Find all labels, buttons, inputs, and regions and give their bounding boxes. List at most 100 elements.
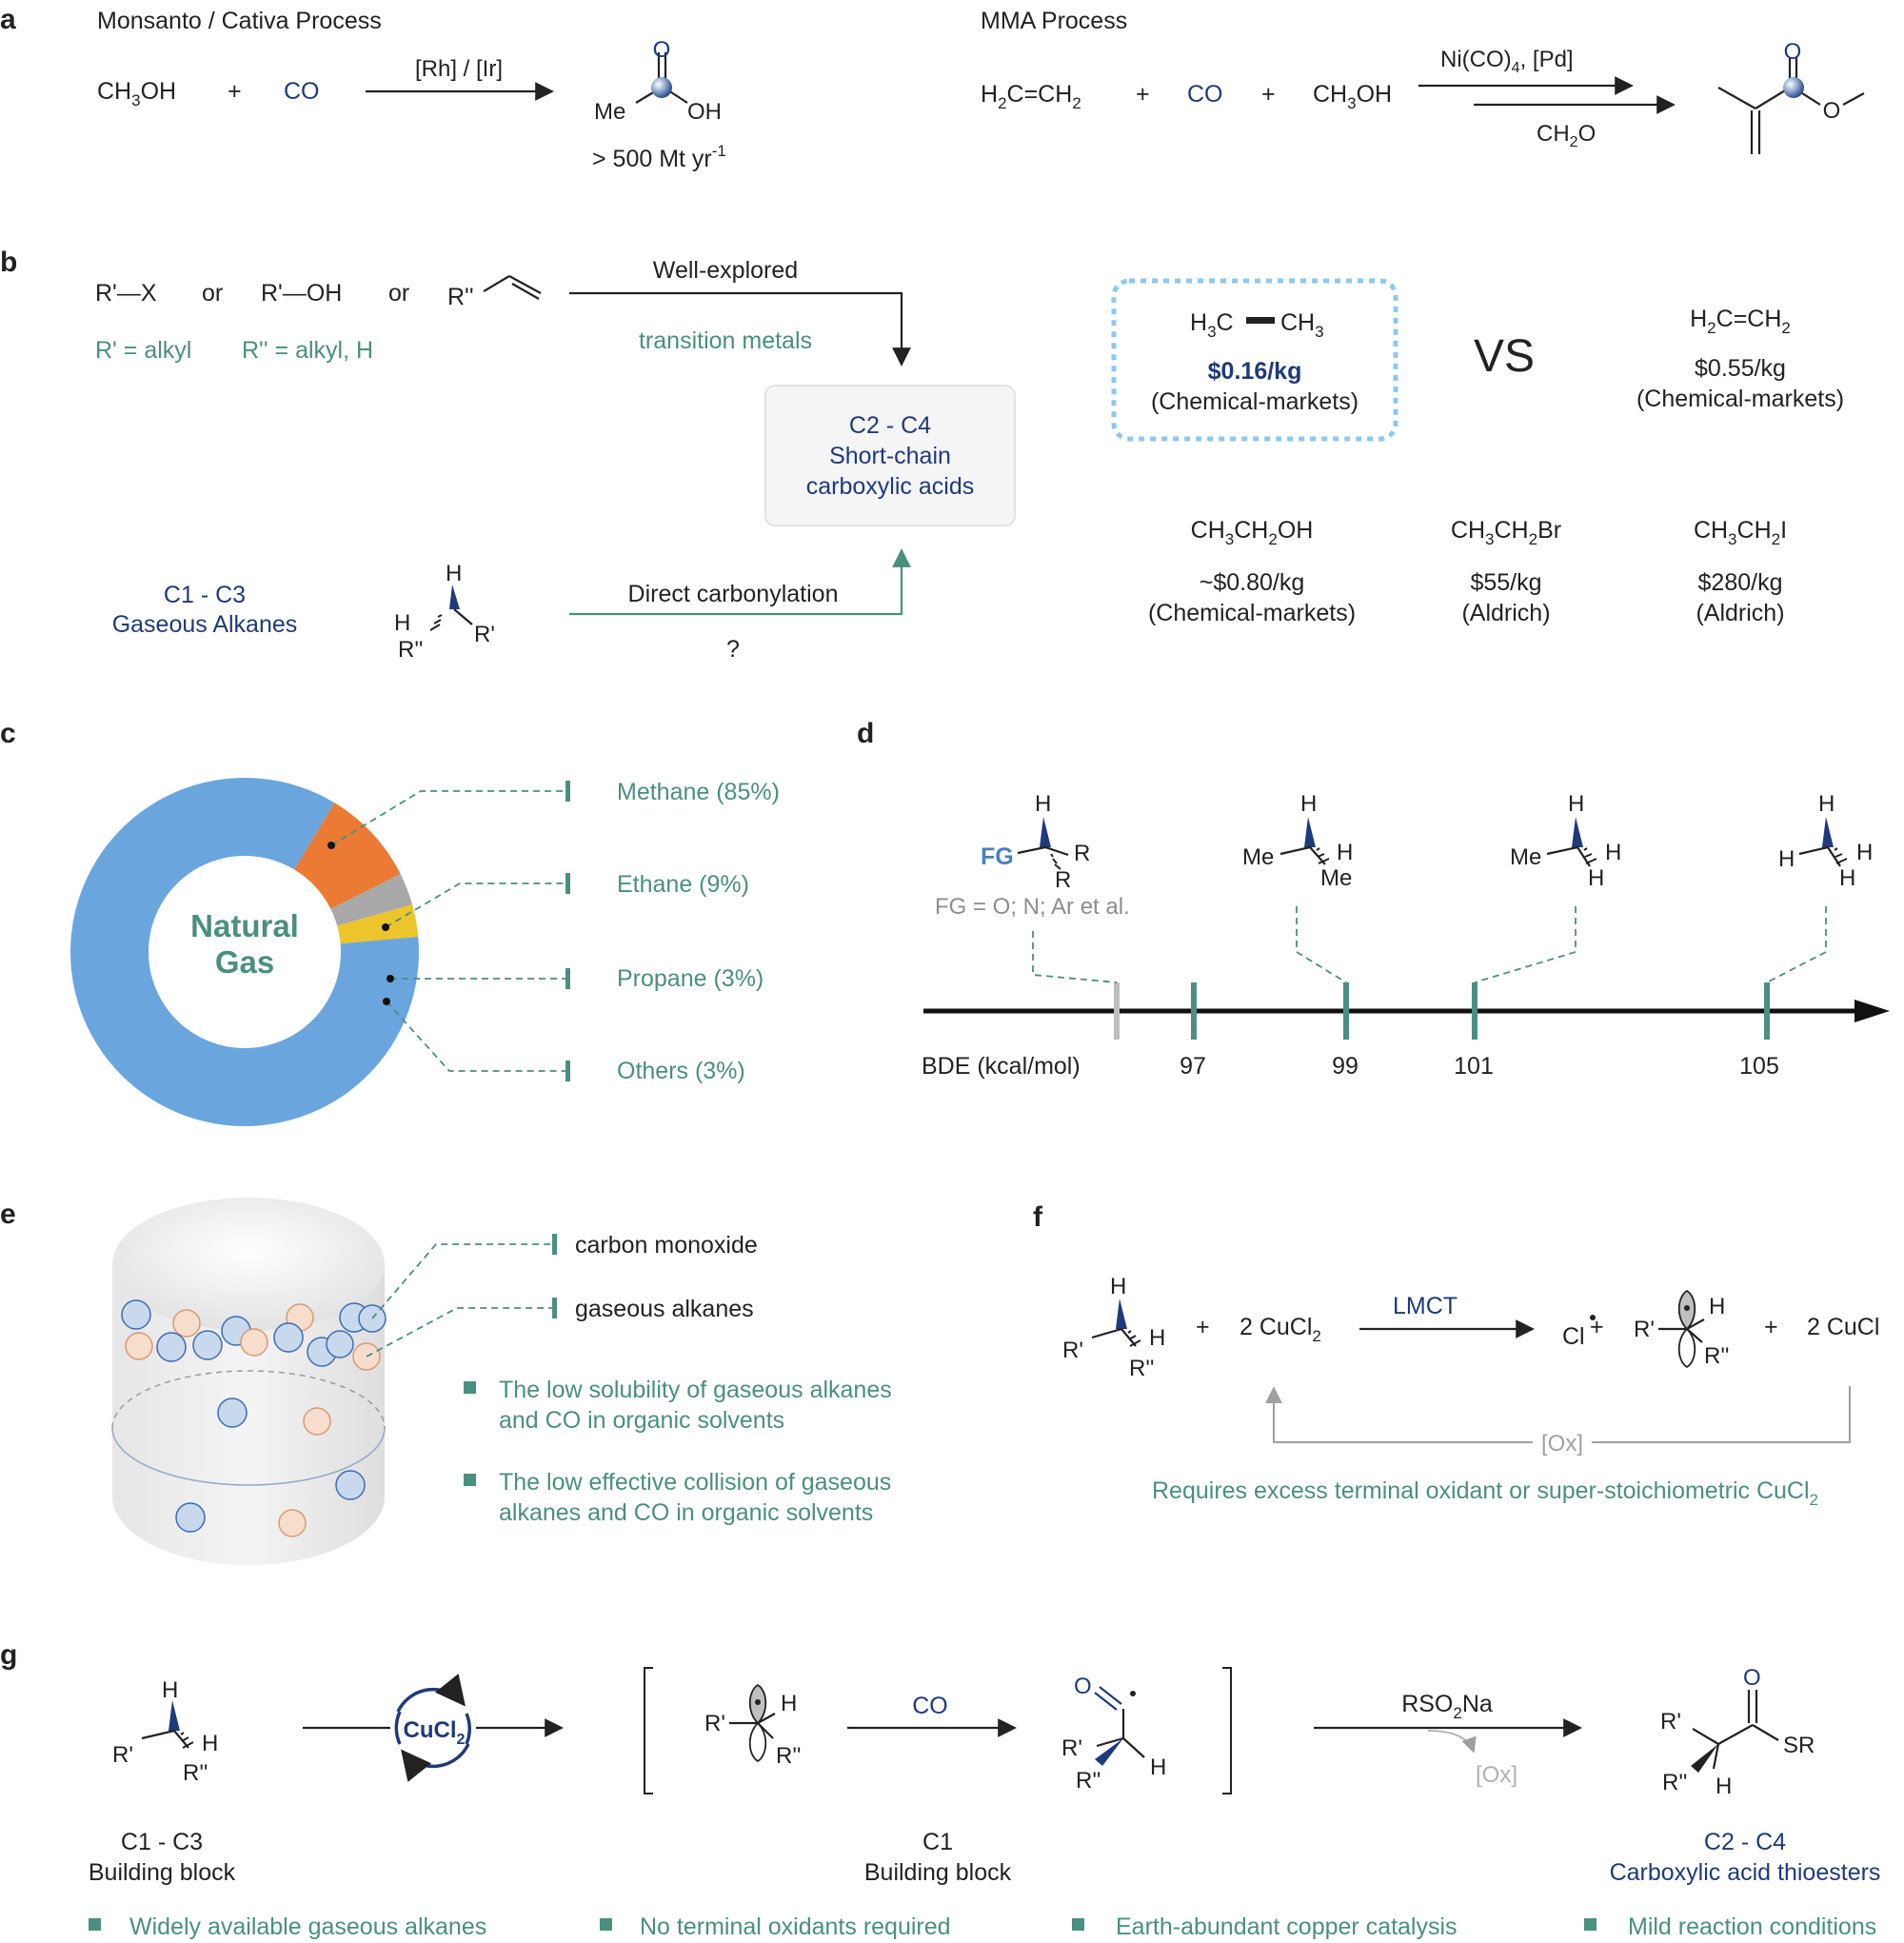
methane-slice — [69, 777, 419, 1126]
panel-c-label: c — [0, 718, 16, 749]
atom-h: H — [202, 1731, 218, 1756]
panel-f-label: f — [1033, 1201, 1043, 1233]
ethane-formula-right: CH3 — [1280, 309, 1324, 341]
substituent-r-prime: R' — [1634, 1317, 1655, 1342]
substituent-r: R — [1055, 867, 1071, 893]
natural-gas-donut-chart — [69, 777, 419, 1126]
feature-label: No terminal oxidants required — [640, 1913, 951, 1940]
atom-h: H — [1568, 791, 1584, 817]
carbon-monoxide-reagent: CO — [912, 1693, 948, 1719]
substituent-r: R — [1074, 841, 1090, 866]
carbon-monoxide-label: CO — [1187, 81, 1223, 108]
atom-h: H — [1149, 1325, 1165, 1351]
alkyl-radical-structure — [1658, 1289, 1705, 1369]
atom-h: H — [1337, 840, 1353, 865]
substituent-r-prime: R' — [1061, 1735, 1082, 1761]
substituent-r-double-prime: R'' — [776, 1743, 802, 1769]
functional-group-label: FG — [981, 843, 1014, 870]
gaseous-alkanes-legend: gaseous alkanes — [575, 1296, 754, 1322]
thiol-group-label: SR — [1783, 1733, 1815, 1758]
left-bracket — [644, 1667, 653, 1794]
atom-h: H — [1300, 791, 1317, 817]
feature-bullet — [89, 1918, 101, 1931]
substituent-r-double-prime: R'' — [1129, 1356, 1155, 1381]
primary-ch-structure — [1546, 817, 1597, 867]
ethane-source: (Chemical-markets) — [1151, 388, 1359, 415]
substituent-r-prime: R' — [704, 1711, 725, 1736]
atom-o: O — [1743, 1665, 1761, 1691]
bde-tick-label: 105 — [1739, 1053, 1779, 1080]
collision-note: The low effective collision of gaseous — [499, 1469, 891, 1496]
atom-h: H — [1778, 846, 1795, 872]
chlorine-radical: Cl — [1562, 1323, 1585, 1350]
bde-tick-label: 99 — [1332, 1053, 1359, 1080]
ethane-price: $0.16/kg — [1208, 358, 1302, 385]
versus-label: VS — [1474, 331, 1535, 382]
plus-sign: + — [1590, 1314, 1604, 1340]
bromoethane-source: (Aldrich) — [1461, 600, 1550, 626]
bde-tick-fg — [1114, 982, 1120, 1040]
ethylene-source: (Chemical-markets) — [1636, 386, 1844, 412]
methyl-label: Me — [1320, 865, 1352, 891]
right-bracket — [1222, 1667, 1232, 1794]
solubility-note: and CO in organic solvents — [499, 1407, 784, 1434]
product-box-line: Short-chain — [829, 443, 951, 469]
feature-label: Widely available gaseous alkanes — [129, 1913, 486, 1940]
plus-sign: + — [1764, 1314, 1778, 1340]
monsanto-title: Monsanto / Cativa Process — [97, 8, 382, 34]
substituent-r-prime: R' — [1660, 1709, 1681, 1735]
feature-bullet — [600, 1918, 612, 1931]
atom-h: H — [1588, 865, 1604, 891]
iodoethane-source: (Aldrich) — [1696, 600, 1784, 626]
hydroxyl-label: OH — [687, 99, 722, 125]
feature-bullet — [1072, 1918, 1084, 1931]
acyl-radical-structure — [1094, 1686, 1145, 1766]
alcohol: R'—OH — [261, 280, 342, 307]
gaseous-alkanes-range: C1 - C3 — [164, 582, 246, 608]
oxidant-requirement-note: Requires excess terminal oxidant or supe… — [1152, 1477, 1818, 1509]
product-box — [764, 385, 1016, 526]
ethanol-formula: CH3CH2OH — [1191, 517, 1314, 548]
product-box-line: C2 - C4 — [849, 412, 931, 439]
methane-marker-dot — [327, 842, 335, 849]
ethane-bond — [1246, 317, 1275, 324]
fg-ch-structure — [1017, 817, 1069, 870]
bde-axis-arrowhead — [1854, 1000, 1890, 1022]
ethylene-price: $0.55/kg — [1695, 355, 1786, 382]
bde-tick-label: 101 — [1454, 1053, 1494, 1080]
radical-dot — [1590, 1315, 1596, 1320]
panel-b-label: b — [0, 247, 17, 278]
atom-h: H — [1856, 840, 1873, 865]
atom-h: H — [1110, 1274, 1126, 1299]
or-word: or — [202, 280, 223, 307]
substituent-r-prime: R' — [474, 622, 495, 647]
copper-catalyst-label: CuCl2 — [404, 1717, 466, 1748]
gaseous-alkanes-label: Gaseous Alkanes — [112, 611, 298, 638]
atom-h: H — [1818, 791, 1835, 817]
others-marker-dot — [383, 998, 390, 1005]
alkane-ch-structure — [141, 1700, 194, 1749]
building-block-label: Building block — [89, 1859, 236, 1886]
thioester-structure — [1691, 1690, 1779, 1773]
oxidant-label: [Ox] — [1541, 1431, 1583, 1457]
plus-sign: + — [1136, 81, 1150, 108]
oxidant-byproduct-label: [Ox] — [1476, 1762, 1517, 1788]
atom-h: H — [1150, 1755, 1166, 1780]
atom-h: H — [162, 1677, 178, 1703]
catalytic-cycle-icon — [390, 1674, 476, 1782]
bde-connector-lines — [1032, 906, 1827, 983]
atom-h: H — [781, 1691, 797, 1716]
carbon-monoxide-label: CO — [284, 78, 320, 105]
ethane-marker-dot — [382, 923, 389, 931]
substituent-r-double-prime: R'' — [1662, 1770, 1688, 1795]
alkyl-radical-structure — [729, 1683, 776, 1763]
atom-h: H — [1035, 791, 1051, 817]
ethane-legend-label: Ethane (9%) — [617, 871, 749, 898]
atom-o: O — [1784, 39, 1802, 65]
alkene-structure — [483, 275, 542, 300]
methyl-label: Me — [1242, 844, 1274, 870]
substituent-r-double-prime: R'' — [1076, 1768, 1101, 1794]
panel-a-label: a — [0, 4, 16, 35]
atom-o: O — [1823, 98, 1841, 124]
